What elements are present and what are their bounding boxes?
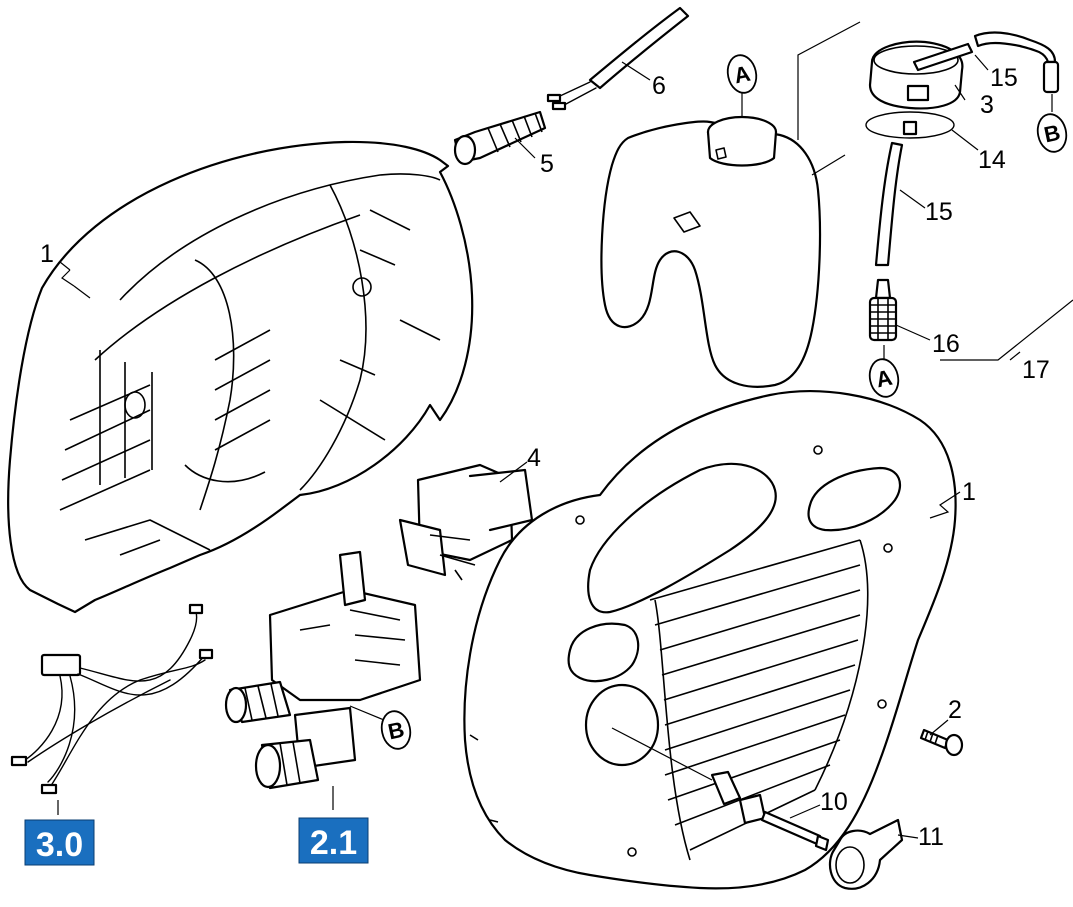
callout-17: 17 <box>1022 356 1050 384</box>
callout-15-hose: 15 <box>925 198 953 226</box>
svg-text:A: A <box>874 365 895 393</box>
callout-5: 5 <box>540 150 554 178</box>
solenoid-valve <box>224 550 422 790</box>
svg-text:A: A <box>732 61 753 89</box>
callout-labels: 1 1 2 3 4 5 6 10 11 14 15 15 16 17 <box>40 64 1050 851</box>
callout-11: 11 <box>918 823 944 851</box>
badge-3-0[interactable]: 3.0 <box>24 819 95 866</box>
switch-bracket <box>398 463 534 581</box>
callout-1-left: 1 <box>40 240 54 268</box>
cable-harness <box>10 603 214 795</box>
callout-1-right: 1 <box>962 478 976 506</box>
callout-15-top: 15 <box>990 64 1018 92</box>
grommet-and-cable <box>453 6 690 166</box>
detergent-tank <box>600 115 822 388</box>
callout-2: 2 <box>948 696 962 724</box>
ref-a-top: A <box>726 54 758 94</box>
left-housing-half <box>7 140 474 614</box>
badge-2-1[interactable]: 2.1 <box>298 817 369 864</box>
svg-text:3.0: 3.0 <box>36 826 83 864</box>
ref-b-center: B <box>380 710 412 750</box>
callout-10: 10 <box>820 788 848 816</box>
control-rod <box>611 727 830 852</box>
callout-6: 6 <box>652 72 666 100</box>
svg-text:B: B <box>386 717 407 745</box>
reference-markers: A A B B <box>380 54 1068 750</box>
tank-cap-assembly <box>797 21 1073 361</box>
callout-3: 3 <box>980 91 994 119</box>
leader-lines <box>57 54 1053 839</box>
callout-14: 14 <box>978 146 1006 174</box>
control-knob <box>828 818 904 890</box>
callout-4: 4 <box>527 444 541 472</box>
screw <box>919 728 964 757</box>
svg-text:B: B <box>1042 120 1063 148</box>
svg-text:2.1: 2.1 <box>310 824 357 862</box>
ref-b-right: B <box>1036 113 1068 153</box>
callout-16: 16 <box>932 330 960 358</box>
right-housing-half <box>463 390 957 890</box>
ref-a-bottom: A <box>868 358 900 398</box>
